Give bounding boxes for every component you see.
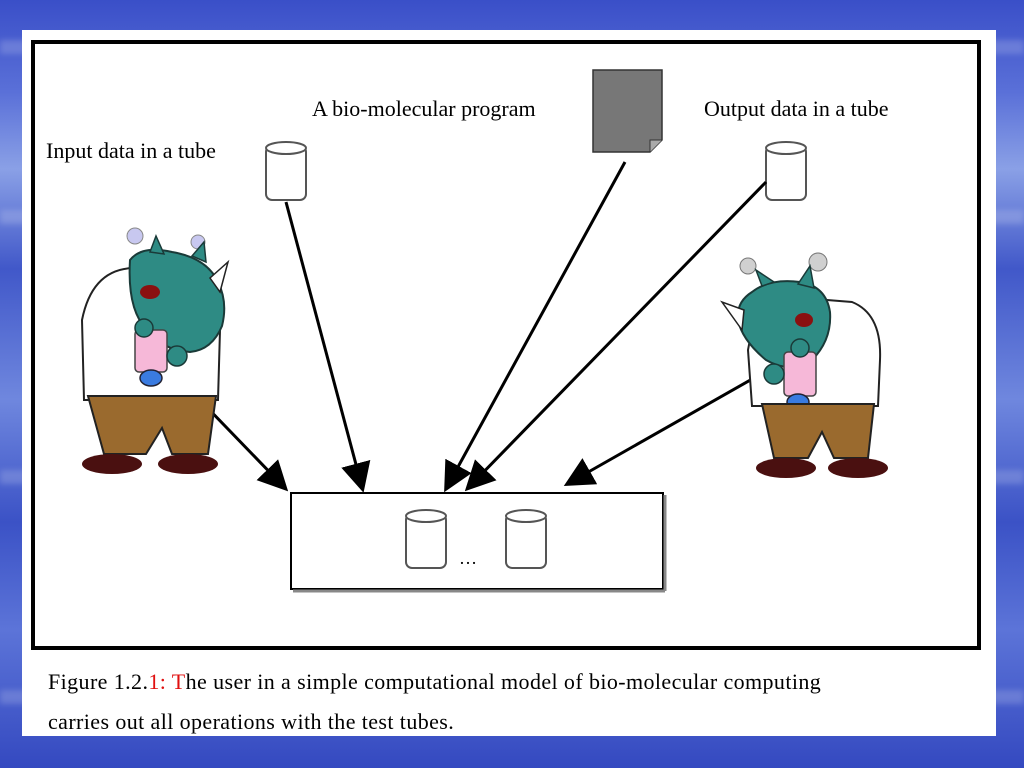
arrow-right-user-to-container — [563, 368, 769, 486]
caption-t-letter: T — [171, 669, 186, 694]
left-rhino-user-illustration — [80, 227, 230, 474]
container-tube-right-icon — [505, 509, 547, 569]
caption-prefix: Figure 1.2. — [48, 669, 149, 694]
output-tube-icon — [765, 141, 807, 201]
container-ellipsis: … — [459, 548, 477, 568]
arrow-program-to-container — [444, 161, 627, 493]
right-rhino-user-illustration — [719, 252, 888, 478]
program-label: A bio-molecular program — [312, 96, 536, 121]
diagram-canvas — [80, 69, 888, 593]
input-tube-icon — [265, 141, 307, 201]
slide-panel: A bio-molecular program Output data in a… — [22, 30, 996, 736]
arrow-output-to-container — [464, 180, 768, 492]
caption-number: 1: — [148, 669, 167, 694]
container-tube-left-icon — [405, 509, 447, 569]
figure-frame — [31, 40, 981, 650]
caption-text-line2: carries out all operations with the test… — [48, 709, 455, 734]
arrow-input-to-container — [284, 201, 371, 493]
figure-caption: Figure 1.2.1: The user in a simple compu… — [48, 662, 978, 742]
output-label: Output data in a tube — [704, 96, 889, 121]
test-tube-container — [290, 492, 667, 593]
caption-text-line1: he user in a simple computational model … — [185, 669, 822, 694]
input-label: Input data in a tube — [46, 138, 216, 163]
program-document-icon — [592, 69, 663, 153]
